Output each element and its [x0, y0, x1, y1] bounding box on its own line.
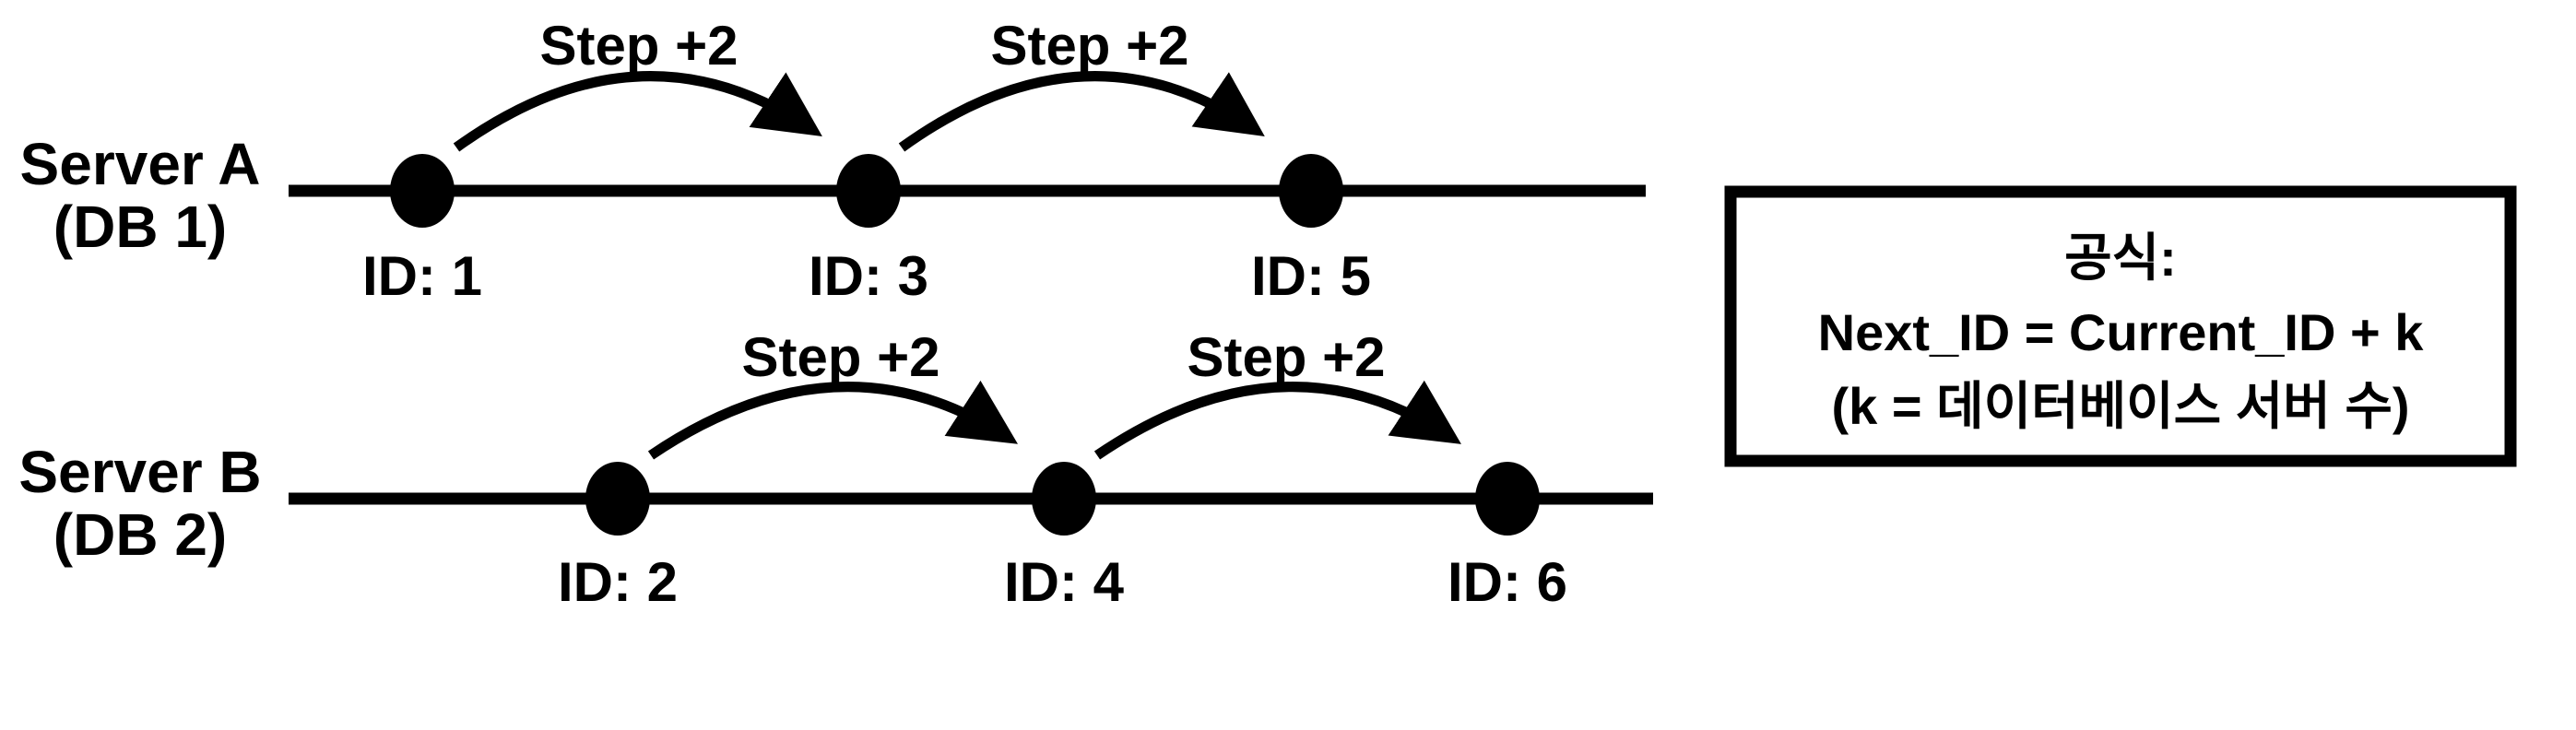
id-label-a2: ID: 3 — [809, 245, 928, 307]
event-dot-a1 — [390, 154, 455, 228]
event-dot-b3 — [1475, 462, 1540, 536]
event-dot-b1 — [585, 462, 650, 536]
event-dot-a2 — [836, 154, 901, 228]
step-arrow-a1 — [453, 71, 822, 152]
step-arrow-a2 — [898, 71, 1265, 152]
formula-title: 공식: — [2064, 229, 2177, 287]
id-label-b1: ID: 2 — [558, 551, 678, 613]
event-dot-b2 — [1032, 462, 1096, 536]
step-arrow-b1 — [647, 380, 1019, 460]
formula-box — [1724, 185, 2517, 467]
server-b-label: Server B — [18, 439, 261, 505]
step-label-a1: Step +2 — [539, 15, 738, 77]
id-label-a3: ID: 5 — [1251, 245, 1371, 307]
server-a-db-label: (DB 1) — [53, 194, 227, 260]
step-label-b1: Step +2 — [741, 326, 939, 388]
step-label-a2: Step +2 — [990, 15, 1188, 77]
id-label-a1: ID: 1 — [362, 245, 482, 307]
id-label-b3: ID: 6 — [1448, 551, 1567, 613]
formula-line: Next_ID = Current_ID + k — [1818, 303, 2425, 361]
server-b-db-label: (DB 2) — [53, 501, 227, 568]
step-arrow-b2 — [1093, 380, 1461, 460]
formula-note: (k = 데이터베이스 서버 수) — [1831, 377, 2409, 435]
step-label-b2: Step +2 — [1187, 326, 1385, 388]
id-label-b2: ID: 4 — [1004, 551, 1125, 613]
event-dot-a3 — [1279, 154, 1343, 228]
server-a-label: Server A — [20, 131, 261, 197]
